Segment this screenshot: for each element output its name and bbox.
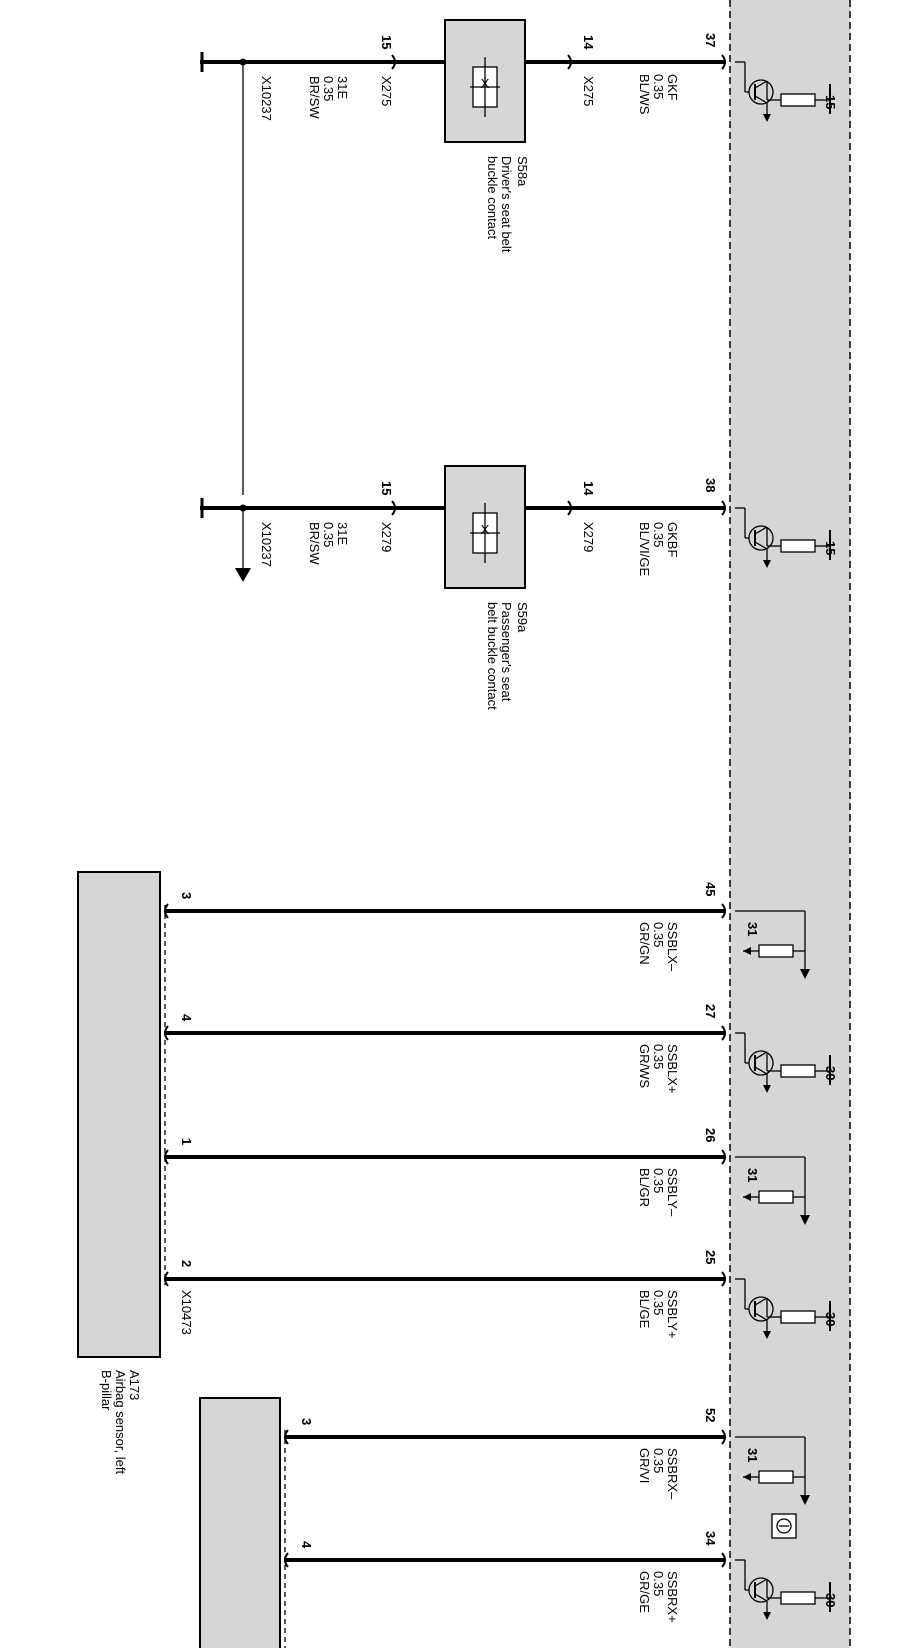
component-name-s58a-2: buckle contact [485,156,500,239]
term-30-c: 30 [823,1593,838,1607]
module-pin-27: 27 [703,1004,718,1018]
wire-signal-34: SSBRX+ [665,1571,680,1623]
wire-color-34: GR/GE [637,1571,652,1613]
supply-15-a: 15 [823,95,838,109]
wire-size-37: 0.35 [651,74,666,99]
sensor-wire-6 [285,1558,831,1620]
wire-signal-52: SSBRX– [665,1448,680,1500]
plug-pin-left-38: 15 [379,481,394,495]
airbag-sensor-left [77,871,161,1358]
sensor-pin-2: 2 [179,1260,194,1267]
module-pin-38: 38 [703,478,718,492]
sensor-pin-4-b: 4 [299,1541,314,1549]
connector-x10237-b: X10237 [259,522,274,567]
component-id-s58a: S58a [515,156,530,187]
plug-left-37: X275 [379,76,394,106]
wire-group-driver: X [200,19,831,495]
supply-15-b: 15 [823,541,838,555]
term-31-b: 31 [745,1168,760,1182]
sensor-plug-marks [164,903,726,1568]
svg-text:X: X [481,522,490,537]
module-pin-37: 37 [703,33,718,47]
ground-size-38: 0.35 [321,522,336,547]
sensor-wire-3 [165,1155,810,1225]
wire-color-38: BL/VI/GE [637,522,652,577]
sensor-pin-1: 1 [179,1138,194,1145]
wire-size-26: 0.35 [651,1168,666,1193]
term-30-b: 30 [823,1312,838,1326]
sensor-pin-4-a: 4 [179,1014,194,1022]
term-30-a: 30 [823,1066,838,1080]
sensor-pin-3-b: 3 [299,1418,314,1425]
component-name-s59a-1: Passenger's seat [499,602,514,702]
airbag-sensor-right [199,1397,281,1648]
wire-signal-38: GKBF [665,522,680,557]
module-pin-25: 25 [703,1250,718,1264]
sensor-pin-3-a: 3 [179,892,194,899]
wire-color-52: GR/VI [637,1448,652,1483]
module-pin-26: 26 [703,1128,718,1142]
wire-color-37: BL/WS [637,74,652,115]
term-31-c: 31 [745,1448,760,1462]
module-pin-45: 45 [703,882,718,896]
plug-right-37: X275 [581,76,596,106]
ground-38: 31E [335,522,350,545]
plug-pin-right-38: 14 [581,481,596,496]
component-name-s59a-2: belt buckle contact [485,602,500,710]
wire-size-52: 0.35 [651,1448,666,1473]
wire-signal-45: SSBLX– [665,922,680,972]
airbag-module-icon [771,1513,797,1539]
plug-pin-right-37: 14 [581,35,596,50]
ground-color-38: BR/SW [307,522,322,565]
connector-x10473: X10473 [179,1290,194,1335]
wire-signal-27: SSBLX+ [665,1044,680,1094]
wire-size-27: 0.35 [651,1044,666,1069]
term-31-a: 31 [745,922,760,936]
wire-signal-25: SSBLY+ [665,1290,680,1339]
component-name-s58a-1: Driver's seat belt [499,156,514,253]
control-module [730,0,850,1648]
wire-signal-26: SSBLY– [665,1168,680,1217]
wire-size-45: 0.35 [651,922,666,947]
ground-size-37: 0.35 [321,76,336,101]
wire-size-25: 0.35 [651,1290,666,1315]
sensor-wire-5 [285,1435,810,1505]
component-id-s59a: S59a [515,602,530,633]
svg-text:X: X [481,76,490,91]
wire-color-26: BL/GR [637,1168,652,1207]
wire-color-45: GR/GN [637,922,652,965]
connector-x10237-a: X10237 [259,76,274,121]
module-pin-52: 52 [703,1408,718,1422]
sensor-wire-4 [165,1277,831,1339]
wire-color-25: BL/GE [637,1290,652,1329]
plug-right-38: X279 [581,522,596,552]
wire-size-34: 0.35 [651,1571,666,1596]
sensor-name-2: B-pillar [99,1370,114,1411]
wire-signal-37: GKF [665,74,680,101]
sensor-id-a173: A173 [127,1370,142,1400]
ground-color-37: BR/SW [307,76,322,119]
sensor-wire-2 [165,1031,831,1093]
plug-pin-left-37: 15 [379,35,394,49]
wire-group-passenger: X [200,465,831,589]
wire-size-38: 0.35 [651,522,666,547]
sensor-wire-1 [165,909,810,979]
wire-color-27: GR/WS [637,1044,652,1088]
plug-left-38: X279 [379,522,394,552]
ground-37: 31E [335,76,350,99]
module-pin-34: 34 [703,1531,718,1546]
sensor-name-1: Airbag sensor, left [113,1370,128,1474]
